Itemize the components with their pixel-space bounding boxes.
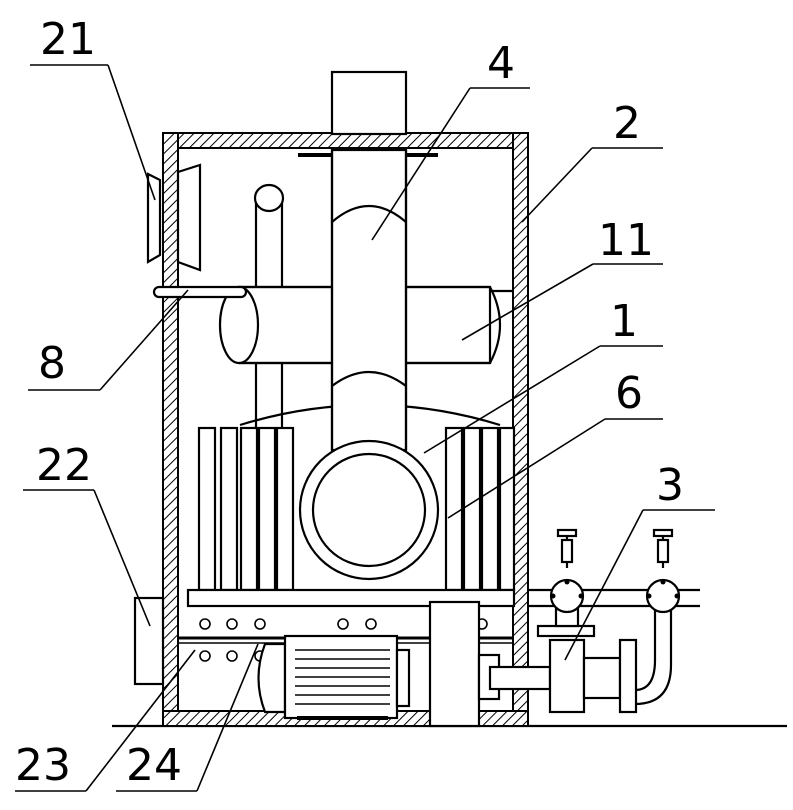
label-11: 11 bbox=[598, 215, 654, 266]
label-23: 23 bbox=[15, 740, 71, 791]
drum-inner bbox=[313, 454, 425, 566]
motor bbox=[259, 636, 410, 718]
coupling-block bbox=[430, 602, 479, 726]
pump bbox=[479, 600, 636, 712]
side-box-22 bbox=[135, 598, 163, 684]
label-6: 6 bbox=[615, 368, 643, 419]
label-8: 8 bbox=[38, 338, 66, 389]
label-24: 24 bbox=[126, 740, 182, 791]
fin-bank-left bbox=[199, 428, 293, 590]
label-4: 4 bbox=[487, 38, 515, 89]
valve-right bbox=[647, 530, 680, 612]
label-21: 21 bbox=[40, 14, 96, 65]
label-3: 3 bbox=[656, 460, 684, 511]
chimney-top bbox=[332, 72, 406, 134]
fin-bank-right bbox=[446, 428, 514, 590]
valve-left bbox=[551, 530, 584, 612]
label-22: 22 bbox=[36, 440, 92, 491]
flue-pipe bbox=[332, 150, 406, 450]
rod-8 bbox=[154, 287, 246, 297]
label-1: 1 bbox=[610, 296, 638, 347]
label-2: 2 bbox=[613, 98, 641, 149]
